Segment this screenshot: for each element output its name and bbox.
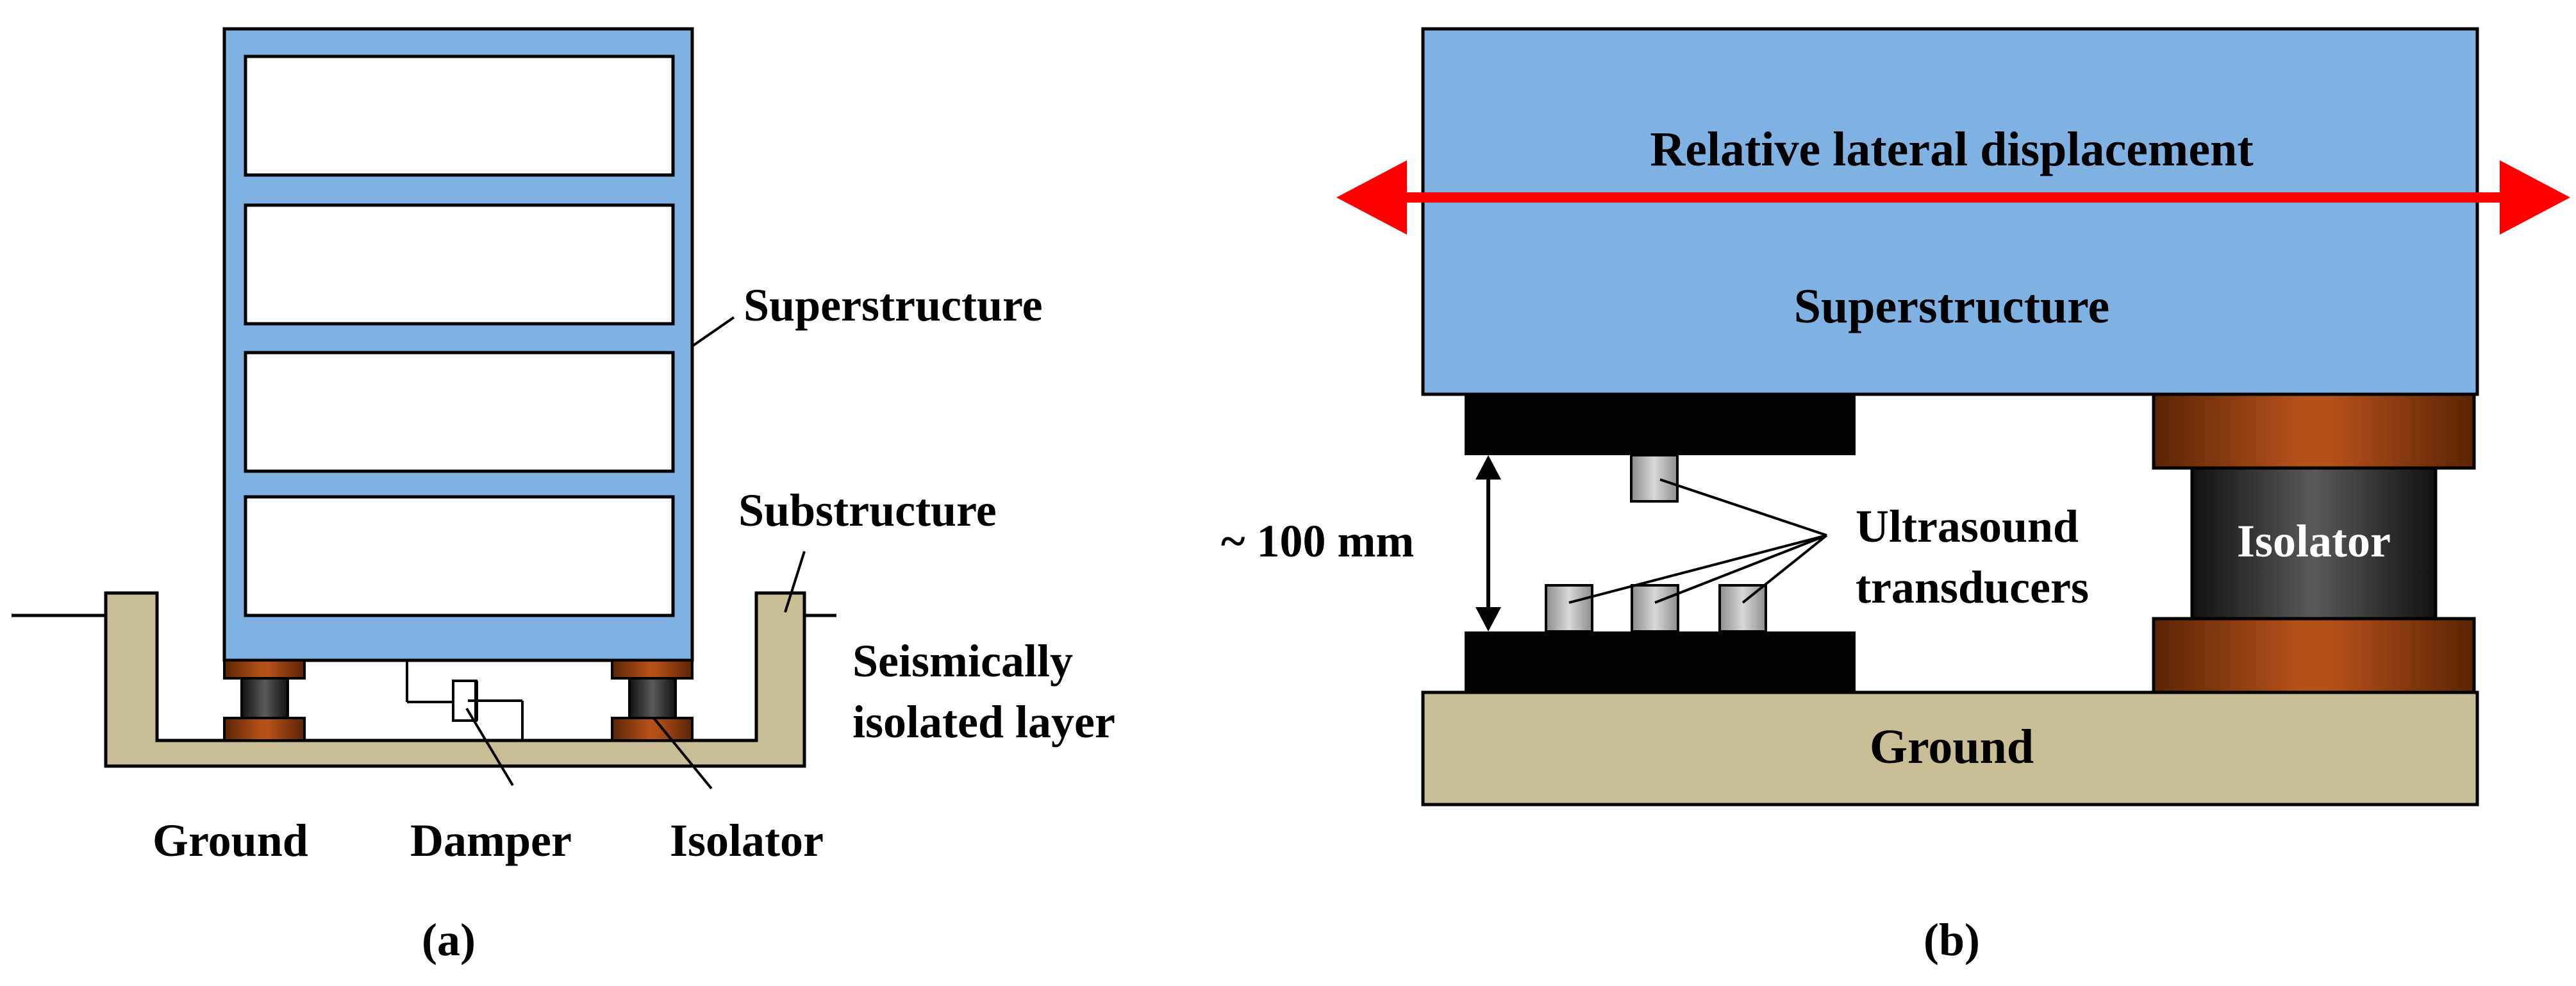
- label-superstructure-b: Superstructure: [1794, 280, 2110, 333]
- panel-a: Superstructure Substructure Seismically …: [12, 27, 1115, 965]
- leader-superstructure: [691, 316, 735, 347]
- label-relative-displacement: Relative lateral displacement: [1650, 122, 2253, 176]
- damper-symbol: [406, 660, 524, 787]
- label-transducers-line1: Ultrasound: [1856, 501, 2079, 552]
- label-isolator-b: Isolator: [2237, 515, 2391, 567]
- leader-substructure: [784, 551, 806, 613]
- isolator-b: [2152, 392, 2476, 694]
- transducer-upper: [1630, 454, 1679, 503]
- ground-block: [1421, 690, 2479, 806]
- panel-b: Relative lateral displacement Superstruc…: [1221, 27, 2570, 965]
- label-isolator-a: Isolator: [670, 815, 824, 866]
- label-superstructure-a: Superstructure: [744, 280, 1043, 331]
- floor-window: [244, 351, 675, 473]
- isolator-right: [611, 659, 694, 742]
- substructure-pit: [104, 591, 806, 768]
- relative-displacement-arrow: [1336, 160, 2570, 235]
- superstructure-block: [1421, 27, 2479, 396]
- caption-b: (b): [1924, 914, 1980, 965]
- floor-window: [244, 54, 675, 177]
- label-damper: Damper: [410, 815, 572, 866]
- transducer-lower-3: [1718, 584, 1767, 633]
- label-substructure: Substructure: [738, 485, 997, 536]
- caption-a: (a): [422, 914, 476, 965]
- label-ground-a: Ground: [153, 815, 308, 866]
- transducer-lower-1: [1545, 584, 1593, 633]
- label-gap: ~ 100 mm: [1221, 515, 1414, 567]
- lower-plate: [1465, 631, 1856, 692]
- upper-plate: [1465, 394, 1856, 455]
- transducer-leaders: [1568, 478, 1828, 604]
- isolator-left: [223, 659, 306, 742]
- leader-isolator: [652, 717, 713, 790]
- floor-window: [244, 203, 675, 326]
- label-seismic-line1: Seismically: [852, 635, 1073, 687]
- label-transducers-line2: transducers: [1856, 562, 2089, 613]
- label-ground-b: Ground: [1870, 720, 2034, 774]
- gap-dimension-arrow: [1475, 455, 1501, 631]
- floor-window: [244, 495, 675, 617]
- label-seismic-line2: isolated layer: [852, 696, 1115, 748]
- transducer-lower-2: [1631, 584, 1679, 633]
